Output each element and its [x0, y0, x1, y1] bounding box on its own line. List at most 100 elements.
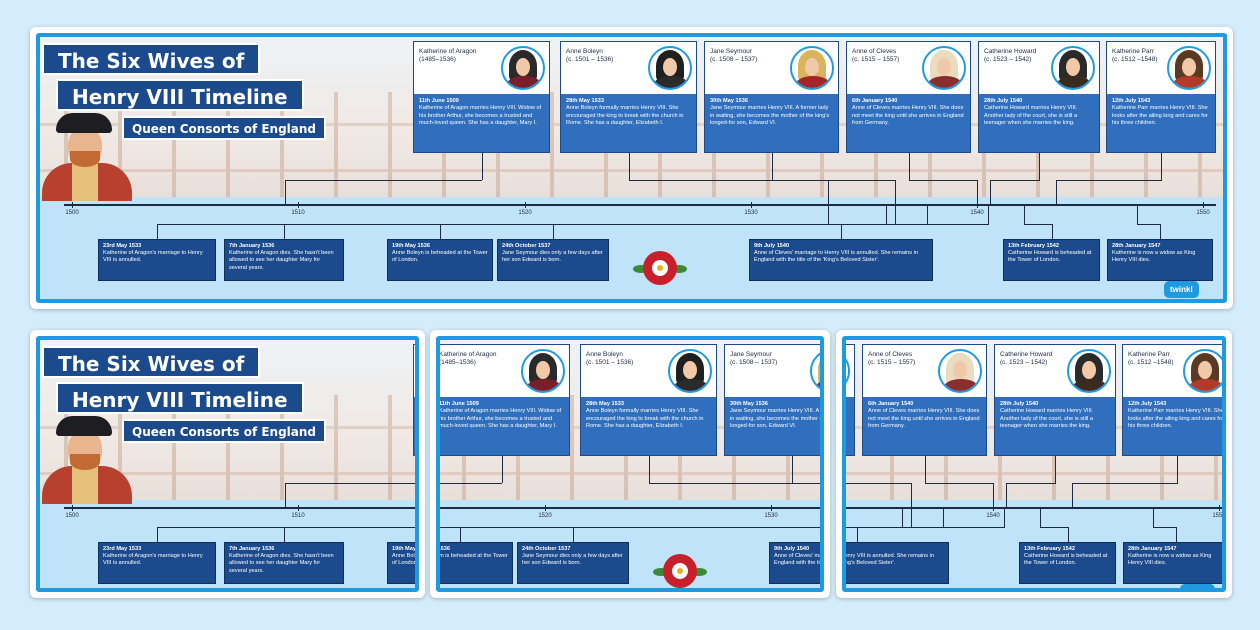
connector-line	[1177, 456, 1178, 483]
year-tick	[977, 202, 978, 208]
panel-frame: The Six Wives of Henry VIII Timeline Que…	[842, 336, 1226, 592]
wife-lifespan: (c. 1523 – 1542)	[1000, 359, 1048, 366]
year-tick	[298, 202, 299, 208]
wife-name: Catherine Howard	[1000, 351, 1053, 358]
event-description: Katherine is now a widow as King Henry V…	[1112, 250, 1196, 264]
connector-line	[1161, 153, 1162, 180]
marriage-description: Anne of Cleves marries Henry VIII. She d…	[868, 408, 980, 429]
connector-line	[895, 204, 897, 224]
connector-line	[157, 224, 158, 239]
wife-portrait-icon	[668, 349, 712, 393]
connector-line	[284, 483, 415, 484]
wife-name: Catherine Howard	[984, 48, 1037, 55]
connector-line	[857, 527, 858, 542]
event-description: Anne Boleyn is beheaded at the Tower of …	[436, 553, 508, 567]
timeline-axis	[440, 507, 820, 509]
connector-line	[440, 224, 441, 239]
year-label: 1540	[970, 210, 984, 216]
twinkl-logo-icon: twinkl	[1180, 584, 1215, 588]
connector-line	[481, 153, 483, 180]
title-line-1: The Six Wives of	[42, 43, 261, 75]
event-description: Katherine of Aragon's marriage to Henry …	[103, 250, 203, 264]
marriage-description: Katherine Parr marries Henry VIII. She l…	[1112, 105, 1208, 126]
event-date: 9th July 1540	[754, 243, 790, 249]
connector-line	[908, 180, 978, 181]
tudor-rose-icon	[653, 548, 707, 588]
wife-portrait-icon	[1167, 46, 1211, 90]
event-date: 7th January 1536	[229, 546, 275, 552]
connector-line	[844, 483, 845, 507]
title-line-2: Henry VIII Timeline	[56, 79, 304, 111]
connector-line	[911, 507, 913, 527]
wife-card: Katherine Parr(c. 1512 –1548)12th July 1…	[1106, 41, 1216, 153]
connector-line	[628, 180, 829, 181]
wife-name: Jane Seymour	[730, 351, 772, 358]
connector-line	[771, 180, 897, 181]
wife-card: Anne of Cleves(c. 1515 – 1557)6th Januar…	[862, 344, 987, 456]
connector-line	[924, 456, 926, 483]
connector-line	[771, 153, 773, 180]
event-date: 24th October 1537	[502, 243, 551, 249]
event-date: 19th May 1536	[392, 546, 416, 552]
wife-lifespan: (c. 1501 – 1536)	[566, 56, 614, 63]
year-label: 1520	[518, 210, 532, 216]
wife-lifespan: (c. 1523 – 1542)	[984, 56, 1032, 63]
connector-line	[924, 483, 994, 484]
connector-line	[1153, 507, 1155, 527]
timeline-axis	[846, 507, 1222, 509]
henry-viii-portrait	[42, 113, 132, 201]
event-date: 13th February 1542	[1008, 243, 1059, 249]
timeline-panel-part-3: The Six Wives of Henry VIII Timeline Que…	[836, 330, 1232, 598]
title-line-1: The Six Wives of	[42, 346, 261, 378]
connector-line	[990, 180, 992, 204]
marriage-date: 30th May 1536	[846, 401, 850, 408]
wife-card: Katherine of Aragon(1485–1536)11th June …	[440, 344, 570, 456]
wife-card-header: Katherine of Aragon(1485–1536)	[414, 345, 415, 397]
connector-line	[827, 180, 829, 204]
marriage-description: Katherine of Aragon marries Henry VIII. …	[419, 105, 542, 126]
wife-portrait-icon	[922, 46, 966, 90]
connector-line	[1071, 483, 1073, 507]
wife-card: Jane Seymour(c. 1508 – 1537) 30th May 153…	[846, 344, 855, 456]
connector-line	[1055, 456, 1056, 483]
event-date: 28th January 1547	[1112, 243, 1161, 249]
connector-line	[990, 180, 1040, 181]
event-description: Katherine of Aragon dies. She hasn't bee…	[229, 553, 334, 574]
connector-line	[992, 483, 994, 507]
wife-lifespan: (c. 1515 – 1557)	[868, 359, 916, 366]
wife-lifespan: (c. 1501 – 1536)	[586, 359, 634, 366]
wife-card: Jane Seymour(c. 1508 – 1537)30th May 153…	[704, 41, 839, 153]
year-label: 1510	[291, 210, 305, 216]
panel-frame: The Six Wives of Henry VIII Timeline Que…	[36, 33, 1227, 303]
connector-line	[902, 507, 904, 527]
connector-line	[846, 483, 913, 484]
marriage-description: Anne of Cleves marries Henry VIII. She d…	[852, 105, 964, 126]
event-date: 9th July 1540	[846, 546, 944, 553]
marriage-date: 30th May 1536	[710, 98, 748, 104]
event-description: Anne Boleyn is beheaded at the Tower of …	[392, 553, 419, 567]
wife-card-header: Jane Seymour(c. 1508 – 1537)	[846, 345, 854, 397]
year-label: 1540	[986, 513, 1000, 519]
wife-portrait-icon	[1067, 349, 1111, 393]
year-tick	[525, 202, 526, 208]
year-label: 1530	[744, 210, 758, 216]
wife-name: Katherine Parr	[1112, 48, 1154, 55]
connector-line	[1137, 204, 1139, 224]
connector-line	[553, 224, 929, 225]
year-label: 1550	[1212, 513, 1226, 519]
connector-line	[791, 483, 820, 484]
marriage-description: Jane Seymour marries Henry VIII. A forme…	[730, 408, 824, 429]
timeline-axis	[64, 204, 1216, 206]
twinkl-logo-icon: twinkl	[1164, 281, 1199, 298]
connector-line	[440, 483, 503, 484]
year-tick	[72, 505, 73, 511]
connector-line	[827, 204, 829, 224]
connector-line	[943, 507, 945, 527]
wife-name: Anne Boleyn	[586, 351, 623, 358]
year-label: 1510	[291, 513, 305, 519]
event-date: 23rd May 1533	[103, 546, 142, 552]
